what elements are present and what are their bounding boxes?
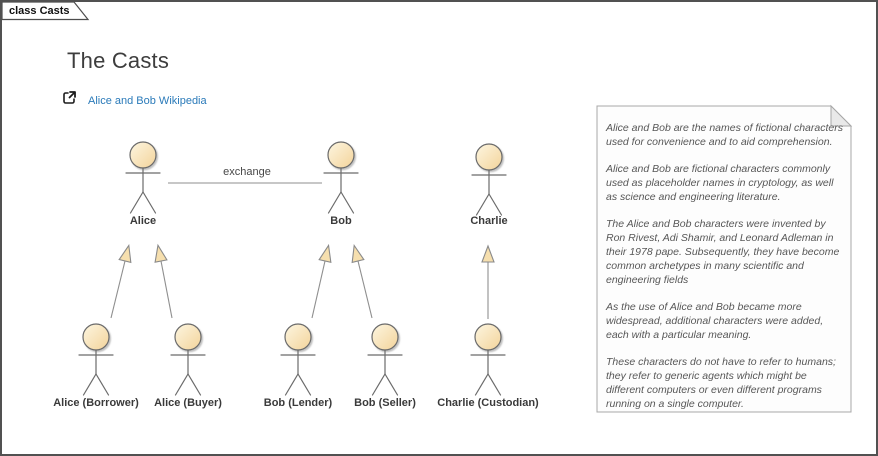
page-title: The Casts [67, 48, 170, 73]
note-paragraph: These characters do not have to refer to… [606, 356, 836, 410]
note-paragraph: As the use of Alice and Bob became more … [606, 301, 824, 341]
actor-label-charlie-custodian: Charlie (Custodian) [437, 397, 539, 409]
actor-alice-borrower[interactable] [79, 324, 113, 395]
frame-tab [2, 2, 90, 21]
actor-bob-lender[interactable] [281, 324, 315, 395]
actor-label-bob-seller: Bob (Seller) [354, 397, 416, 409]
actor-alice-buyer[interactable] [171, 324, 205, 395]
note-fold-corner [830, 104, 853, 127]
connector-exchange-label: exchange [223, 166, 271, 178]
generalization-buyer-alice[interactable] [154, 243, 173, 319]
actor-label-alice-borrower: Alice (Borrower) [53, 397, 139, 409]
wikipedia-hyperlink[interactable]: Alice and Bob Wikipedia [88, 95, 207, 107]
actor-label-charlie: Charlie [470, 215, 508, 227]
note-paragraph: Alice and Bob are the names of fictional… [606, 122, 843, 148]
note-text: Alice and Bob are the names of fictional… [606, 121, 843, 411]
actor-charlie[interactable] [472, 144, 506, 215]
note-paragraph: The Alice and Bob characters were invent… [606, 218, 840, 286]
actor-label-bob: Bob [330, 215, 352, 227]
actor-label-bob-lender: Bob (Lender) [263, 397, 333, 409]
actor-alice[interactable] [126, 142, 160, 213]
frame-tab-label: class Casts [9, 5, 70, 17]
generalization-lender-bob[interactable] [311, 243, 332, 319]
note-paragraph: Alice and Bob are fictional characters c… [606, 163, 834, 203]
generalization-borrower-alice[interactable] [110, 243, 132, 319]
generalization-seller-bob[interactable] [351, 243, 373, 319]
actor-label-alice: Alice [129, 215, 157, 227]
note-shape[interactable] [596, 104, 853, 413]
actor-bob[interactable] [324, 142, 358, 213]
external-link-icon[interactable] [63, 91, 76, 104]
actor-label-alice-buyer: Alice (Buyer) [154, 397, 222, 409]
actor-bob-seller[interactable] [368, 324, 402, 395]
actor-charlie-custodian[interactable] [471, 324, 505, 395]
